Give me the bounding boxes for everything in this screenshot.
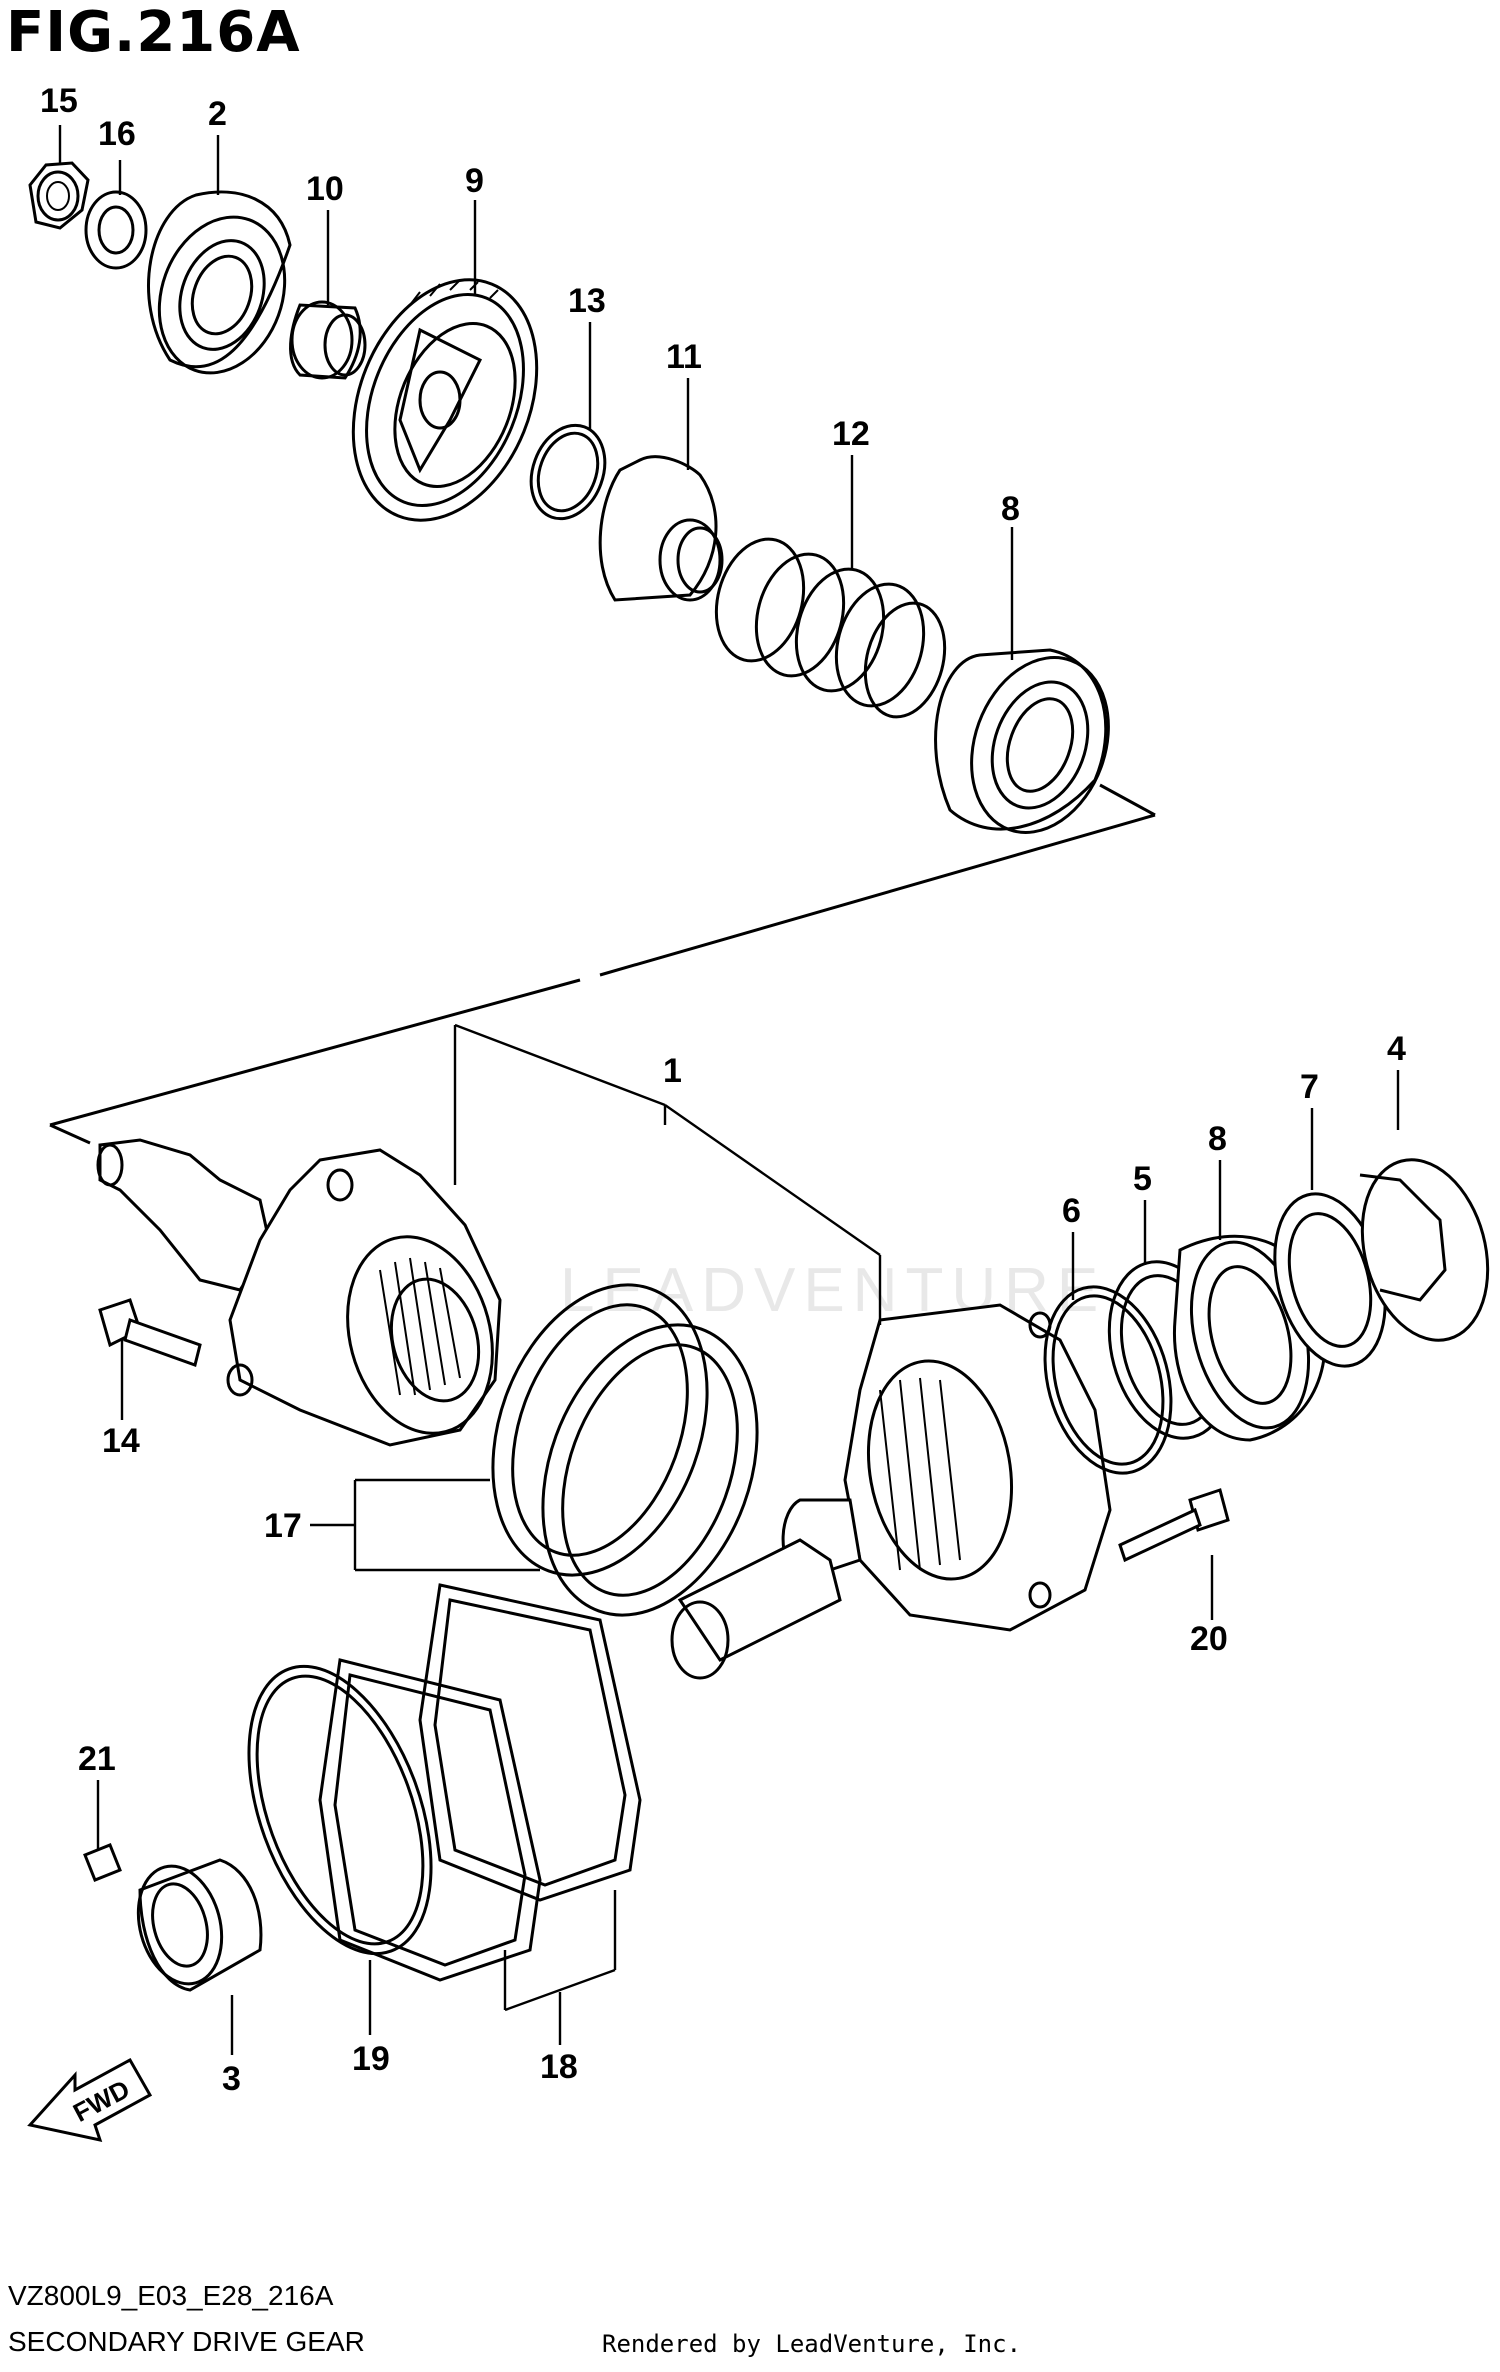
- part-18-gasket-set: [318, 1583, 642, 1982]
- part-17-leader: [310, 1478, 540, 1572]
- callout-14: 14: [102, 1422, 140, 1460]
- callout-19: 19: [352, 2040, 390, 2078]
- callout-13: 13: [568, 282, 606, 320]
- fwd-arrow-icon: FWD: [27, 2057, 153, 2143]
- figure-code: VZ800L9_E03_E28_216A: [8, 2280, 334, 2311]
- callout-10: 10: [306, 170, 344, 208]
- callout-7: 7: [1300, 1068, 1319, 1106]
- part-17-shim-set: [491, 1283, 759, 1617]
- part-18-leader: [503, 1890, 617, 2045]
- part-20-bolt: [1118, 1488, 1230, 1563]
- part-9-driven-gear: [351, 278, 539, 522]
- part-8-bearing-upper: [934, 648, 1110, 834]
- part-13-circlip: [529, 423, 607, 521]
- part-1-drive-gear-left: [96, 1138, 502, 1447]
- part-11-cam: [598, 455, 724, 602]
- callout-5: 5: [1133, 1160, 1152, 1198]
- callout-leaders: [58, 125, 1400, 2055]
- callout-15: 15: [40, 82, 78, 120]
- callout-20: 20: [1190, 1620, 1228, 1658]
- part-1-gear-right: [670, 1303, 1112, 1680]
- part-10-spacer: [289, 300, 367, 380]
- part-12-spring: [714, 537, 947, 719]
- callout-4: 4: [1387, 1030, 1406, 1068]
- part-4-nut: [1359, 1158, 1490, 1342]
- part-16-washer: [84, 190, 148, 270]
- callout-9: 9: [465, 162, 484, 200]
- part-2-bearing: [147, 190, 292, 375]
- part-3-needle-bearing: [136, 1858, 263, 1992]
- callout-11: 11: [666, 338, 702, 376]
- callout-16: 16: [98, 115, 136, 153]
- render-credit: Rendered by LeadVenture, Inc.: [602, 2330, 1022, 2358]
- part-19-o-ring: [247, 1664, 433, 1956]
- callout-1: 1: [663, 1052, 682, 1090]
- callout-8-lower: 8: [1208, 1120, 1227, 1158]
- part-6-o-ring: [1043, 1285, 1173, 1475]
- callout-6: 6: [1062, 1192, 1081, 1230]
- figure-name: SECONDARY DRIVE GEAR: [8, 2326, 365, 2357]
- callout-labels: 15 16 2 10 9 13 11 12 8 1 4 7 8 5 6 14 1…: [40, 82, 1406, 2098]
- divider-line: [49, 783, 1156, 1145]
- callout-8-upper: 8: [1001, 490, 1020, 528]
- callout-17: 17: [264, 1507, 302, 1545]
- part-14-bolt: [98, 1298, 202, 1367]
- figure-title: FIG.216A: [6, 0, 301, 65]
- callout-21: 21: [78, 1740, 116, 1778]
- callout-2: 2: [208, 95, 227, 133]
- callout-3: 3: [222, 2060, 241, 2098]
- part-15-nut: [28, 161, 90, 230]
- part-1-leader: [453, 1023, 882, 1325]
- callout-12: 12: [832, 415, 870, 453]
- callout-18: 18: [540, 2048, 578, 2086]
- part-21-pin: [83, 1843, 122, 1882]
